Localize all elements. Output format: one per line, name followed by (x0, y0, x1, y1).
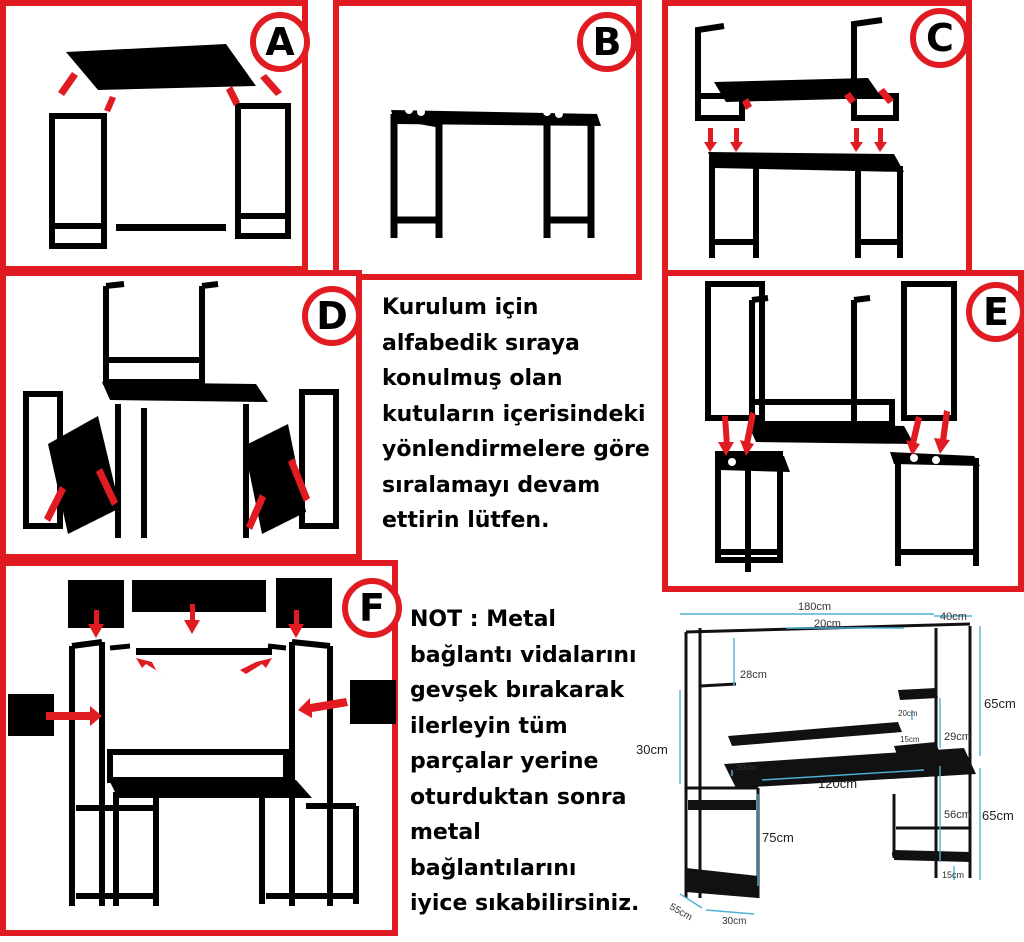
instruction-line: ettirin lütfen. (382, 508, 550, 533)
step-c-badge: C (910, 8, 970, 68)
note-line: parçalar yerine (410, 749, 599, 774)
note-line: bağlantı vidalarını (410, 642, 637, 668)
dim-bottom-gap: 15cm (942, 870, 964, 880)
step-e-panel: E (662, 270, 1024, 592)
step-c-panel: C (662, 0, 972, 276)
dim-left-height: 30cm (636, 742, 668, 757)
instruction-line: alfabedik sıraya (382, 330, 580, 356)
note-line: bağlantılarını (410, 855, 577, 881)
dimension-drawing: 180cm 40cm 20cm 28cm 65cm 20cm 15cm 29cm… (636, 598, 1022, 928)
dim-total-width: 180cm (798, 601, 831, 613)
dim-lower-height-right: 65cm (982, 808, 1014, 823)
note-line: gevşek bırakarak (410, 678, 625, 703)
step-b-panel: B (333, 0, 642, 280)
step-a-illustration (49, 44, 291, 249)
note-text: NOT : Metal bağlantı vidalarını gevşek b… (410, 602, 639, 922)
step-f-letter: F (359, 586, 385, 630)
note-line: metal (410, 820, 481, 845)
dim-side-width: 40cm (940, 611, 967, 623)
dim-desk-depth: 30cm (736, 763, 756, 772)
step-f-panel: F (0, 560, 402, 936)
instructions-text: Kurulum için alfabedik sıraya konulmuş o… (382, 290, 650, 539)
step-f-badge: F (342, 578, 402, 638)
step-b-letter: B (592, 20, 622, 64)
step-a-letter: A (265, 20, 295, 64)
step-f-illustration (8, 578, 396, 906)
dim-base-depth: 55cm (667, 902, 694, 924)
step-a-panel: A (0, 0, 310, 272)
step-d-badge: D (302, 286, 362, 346)
instruction-line: sıralamayı devam (382, 472, 601, 498)
step-e-badge: E (966, 282, 1024, 342)
dim-monitor-shelf-height: 15cm (900, 735, 920, 744)
note-line: NOT : Metal (410, 607, 556, 632)
step-b-illustration (390, 106, 601, 238)
step-a-badge: A (250, 12, 310, 72)
dim-monitor-shelf-width: 20cm (898, 709, 918, 718)
step-e-letter: E (983, 290, 1009, 334)
step-d-illustration (23, 281, 339, 538)
instruction-line: Kurulum için (382, 295, 539, 320)
instruction-line: konulmuş olan (382, 366, 563, 391)
step-d-panel: D (0, 270, 362, 560)
step-d-letter: D (316, 294, 348, 338)
dim-total-height-right: 65cm (984, 696, 1016, 711)
step-c-illustration (695, 17, 904, 258)
dim-top-shelf-depth: 20cm (814, 618, 841, 630)
note-line: oturduktan sonra (410, 784, 627, 810)
dim-lower-right-height: 56cm (944, 809, 971, 821)
dim-desk-height: 75cm (762, 830, 794, 845)
dim-right-shelf-height: 29cm (944, 731, 971, 743)
instruction-line: yönlendirmelere göre (382, 437, 650, 462)
step-b-badge: B (577, 12, 637, 72)
dim-desk-width: 120cm (818, 776, 857, 791)
step-c-letter: C (926, 16, 954, 60)
step-e-illustration (705, 281, 980, 572)
dim-upper-height: 28cm (740, 669, 767, 681)
note-line: iyice sıkabilirsiniz. (410, 891, 640, 916)
dim-base-width: 30cm (722, 916, 746, 927)
instruction-line: kutuların içerisindeki (382, 401, 646, 427)
note-line: ilerleyin tüm (410, 713, 568, 739)
